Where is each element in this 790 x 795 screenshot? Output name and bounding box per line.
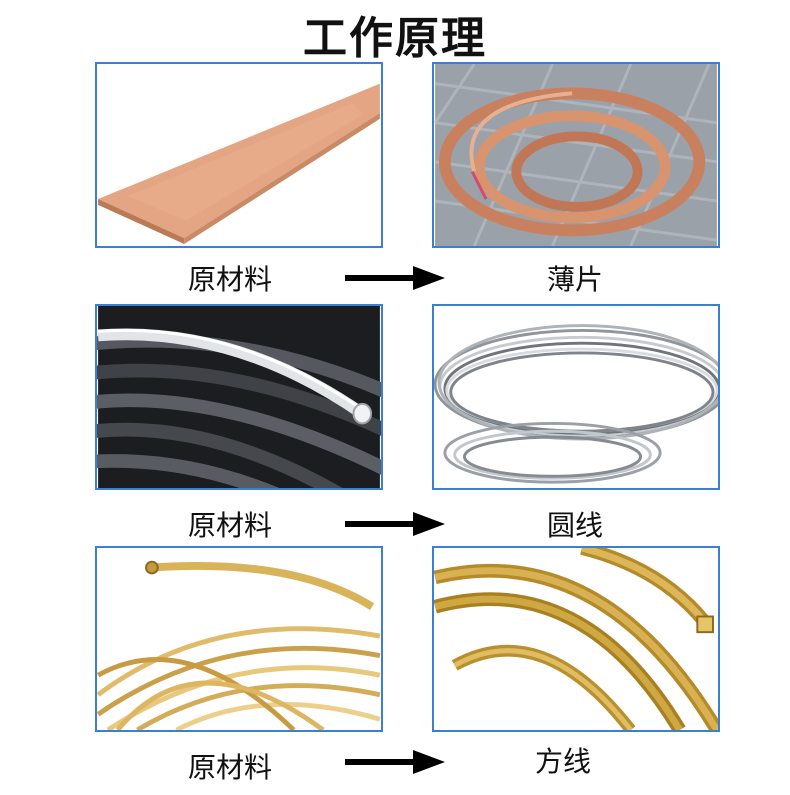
brass-square-wire-image <box>432 546 720 732</box>
silver-round-wire-illustration <box>434 306 718 488</box>
row2-left-label: 原材料 <box>187 509 272 542</box>
copper-strip-image <box>432 62 720 248</box>
row1-left-label: 原材料 <box>187 263 272 296</box>
silver-round-wire-image <box>432 304 720 490</box>
wire-rod-image <box>95 304 383 490</box>
copper-strip-illustration <box>434 64 718 246</box>
brass-square-wire-illustration <box>434 548 718 730</box>
row3-left-label: 原材料 <box>187 751 272 784</box>
wire-rod-illustration <box>97 306 381 488</box>
brass-round-wire-illustration <box>97 548 381 730</box>
row1-right-label: 薄片 <box>546 263 603 296</box>
row2-arrow-icon <box>345 512 445 536</box>
page-title: 工作原理 <box>303 13 487 64</box>
brass-round-wire-image <box>95 546 383 732</box>
copper-plate-image <box>95 62 383 248</box>
row1-arrow-icon <box>345 266 445 290</box>
row3-arrow-icon <box>345 750 445 774</box>
row3-right-label: 方线 <box>534 745 591 778</box>
copper-plate-illustration <box>98 64 380 246</box>
row2-right-label: 圆线 <box>546 509 603 542</box>
